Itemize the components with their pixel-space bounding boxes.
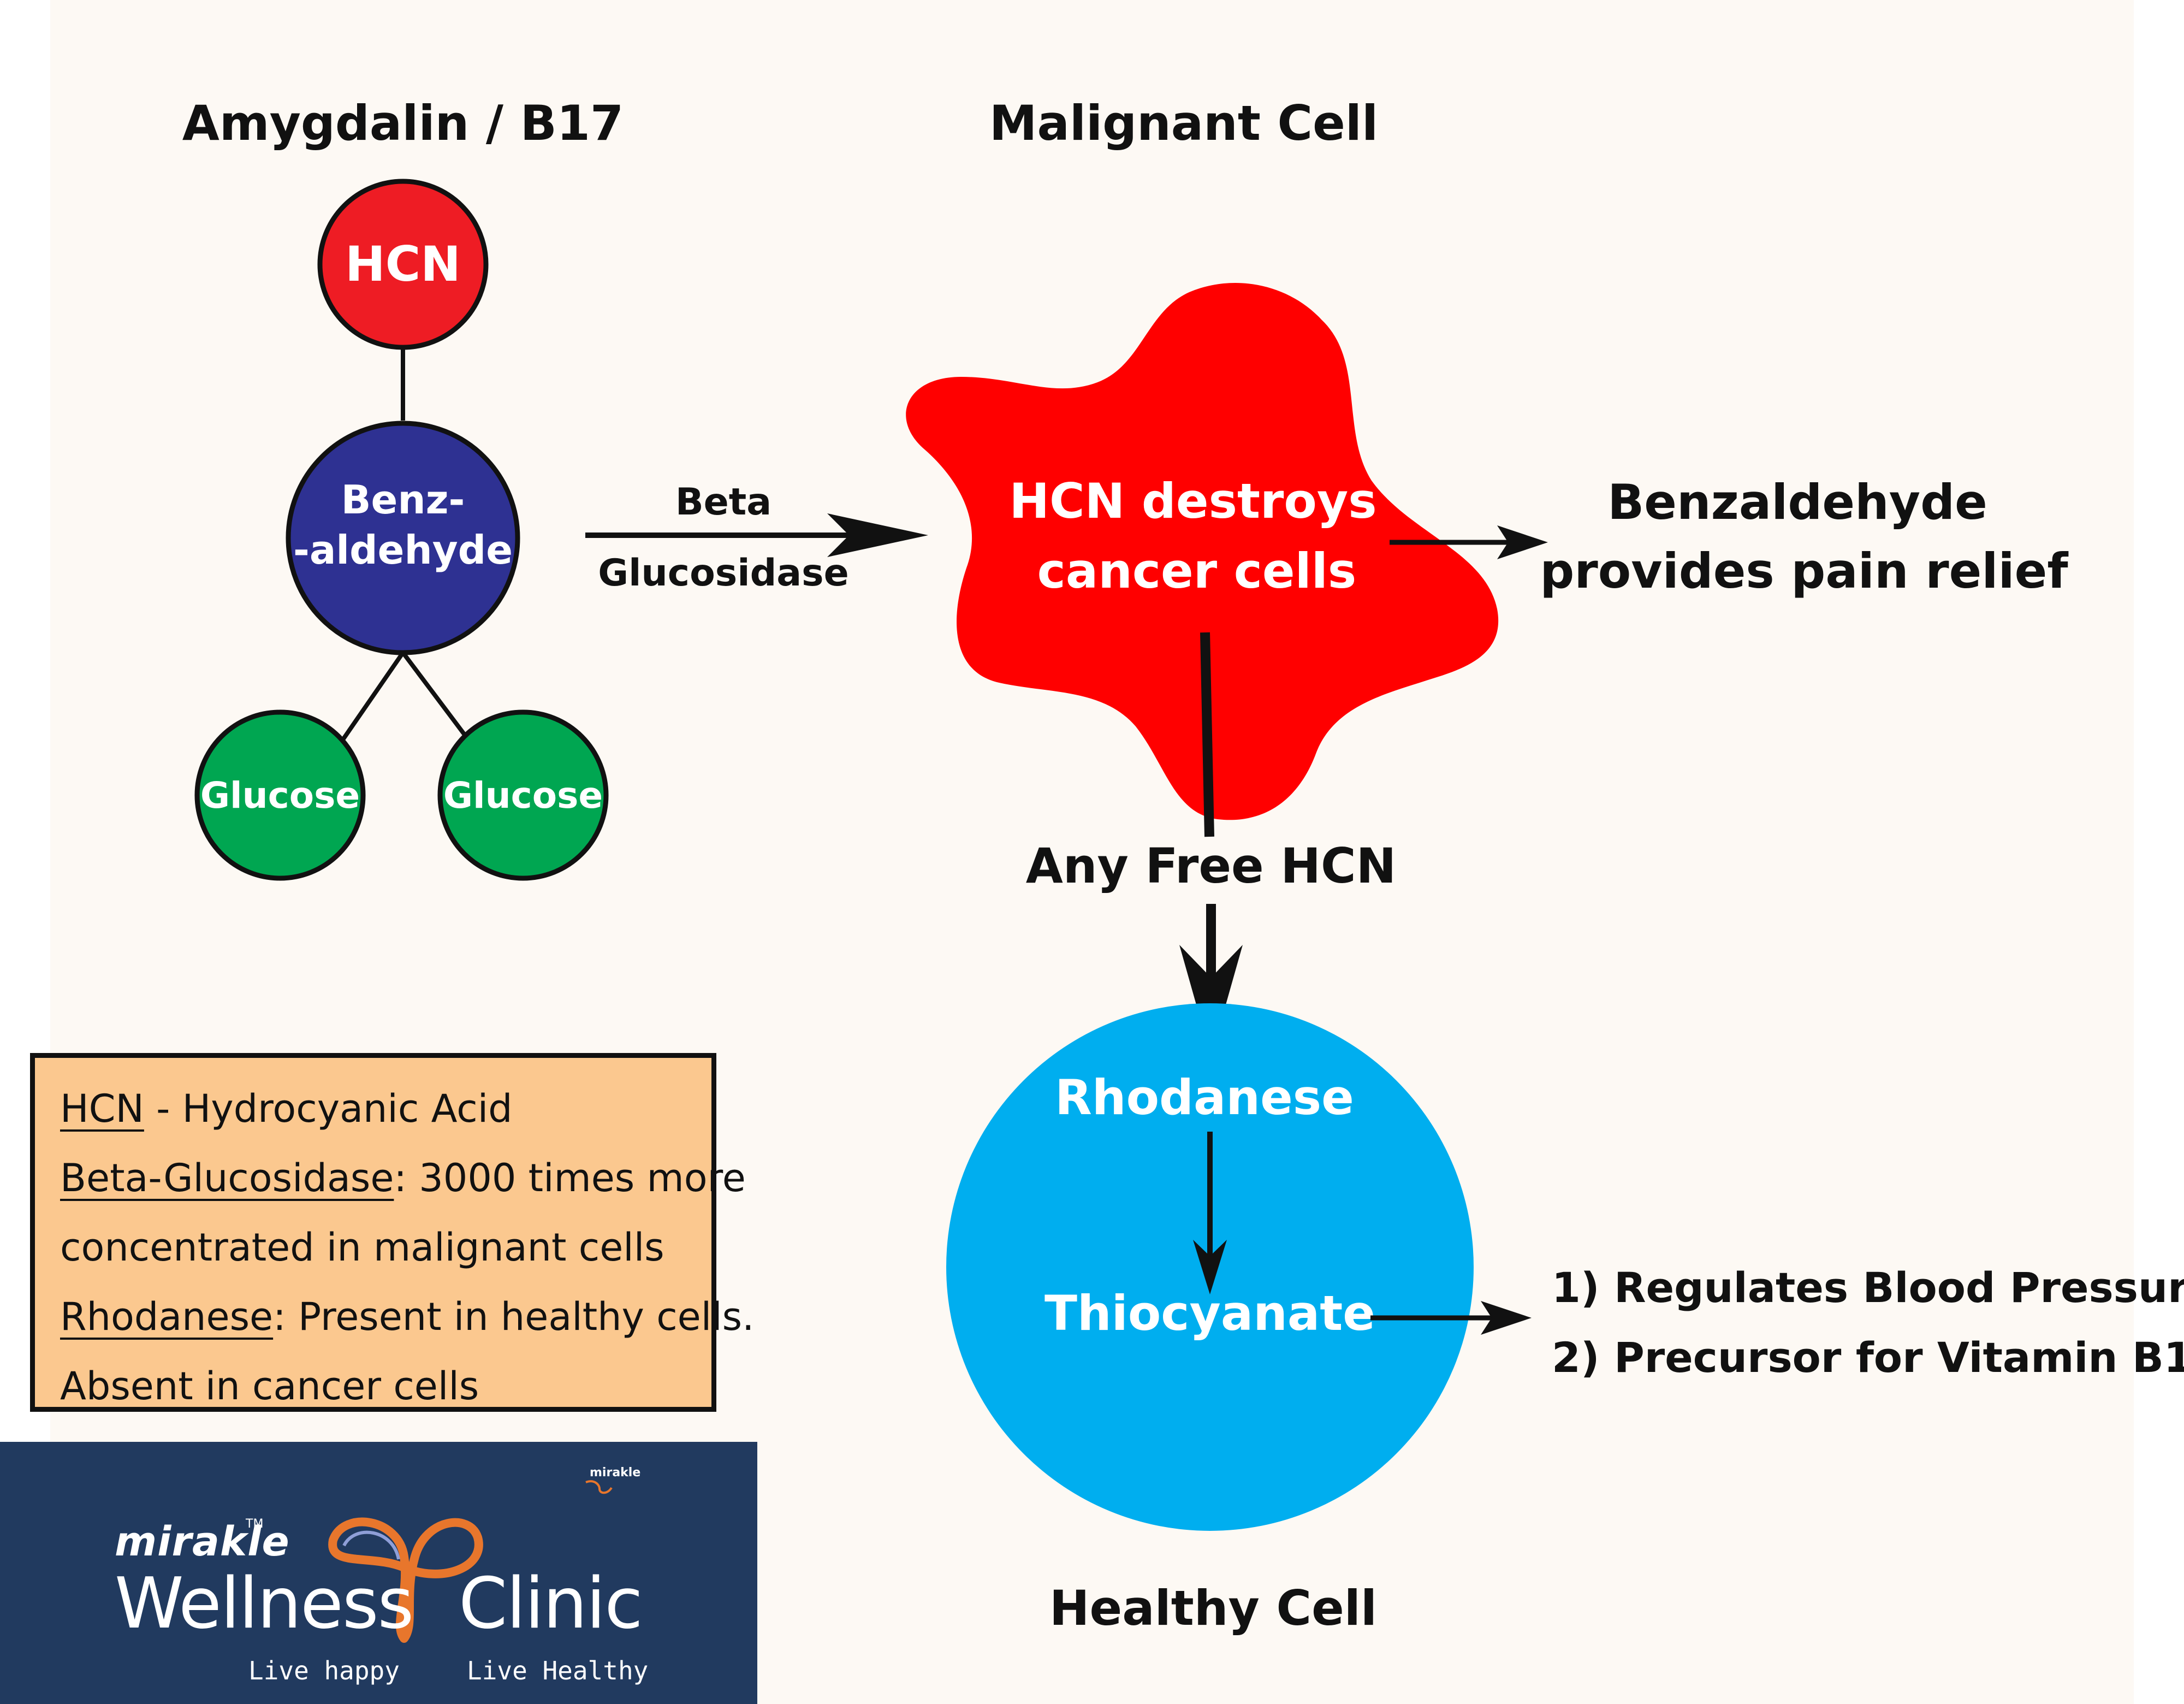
- beta-glucosidase-arrowhead: [827, 513, 928, 557]
- glucose-left-circle: [194, 709, 366, 881]
- clinic-text: Clinic: [459, 1563, 643, 1644]
- legend-rhodanese-definition: : Present in healthy cells.: [273, 1294, 755, 1339]
- glucose-right-bond: [401, 651, 473, 744]
- legend-beta-row: Beta-Glucosidase: 3000 times more: [60, 1144, 746, 1213]
- glucosidase-label: Glucosidase: [598, 552, 849, 595]
- wellness-text: Wellness: [115, 1563, 414, 1644]
- malignant-cell-label-line1: HCN destroys: [1009, 473, 1376, 529]
- benzaldehyde-label-line1: Benz-: [341, 477, 465, 523]
- thiocyanate-label: Thiocyanate: [1044, 1285, 1375, 1341]
- free-hcn-connector: [1200, 632, 1214, 837]
- free-hcn-arrowhead: [1179, 945, 1243, 1057]
- legend-hcn-definition: - Hydrocyanic Acid: [144, 1086, 513, 1131]
- thiocyanate-effect-2: 2) Precursor for Vitamin B12: [1552, 1333, 2184, 1382]
- benzaldehyde-effect-line1: Benzaldehyde: [1607, 474, 1987, 530]
- legend-beta-definition: : 3000 times more: [394, 1156, 746, 1200]
- pain-relief-arrowhead: [1497, 525, 1548, 559]
- legend-beta-term: Beta-Glucosidase: [60, 1156, 394, 1200]
- brand-text: mirakle: [115, 1518, 290, 1565]
- benzaldehyde-effect-line2: provides pain relief: [1540, 543, 2069, 599]
- legend-hcn-term: HCN: [60, 1086, 144, 1131]
- amygdalin-heading: Amygdalin / B17: [182, 95, 624, 151]
- glucose-left-bond: [339, 651, 405, 744]
- legend-rhodanese-row-2: Absent in cancer cells: [60, 1364, 479, 1409]
- legend-beta-row-2: concentrated in malignant cells: [60, 1225, 664, 1270]
- legend-rhodanese-term: Rhodanese: [60, 1294, 274, 1339]
- benzaldehyde-circle: [286, 421, 520, 655]
- trademark-mark: TM: [246, 1517, 264, 1531]
- legend-hcn-row: HCN - Hydrocyanic Acid: [60, 1074, 711, 1144]
- mini-logo-swirl-icon: [585, 1480, 613, 1494]
- thiocyanate-effect-1: 1) Regulates Blood Pressure: [1552, 1263, 2184, 1312]
- malignant-cell-blob: [906, 282, 1499, 820]
- hcn-circle: [317, 179, 489, 350]
- malignant-cell-label-line2: cancer cells: [1037, 543, 1357, 599]
- mirakle-logo-swirl-icon: [328, 1517, 483, 1643]
- mirakle-wellness-clinic-logo: mirakle mirakle TM Wellness Clinic Live …: [0, 1442, 757, 1704]
- tagline-left: Live happy: [248, 1656, 400, 1685]
- glucose-right-circle: [437, 709, 609, 881]
- glucose-left-label: Glucose: [200, 774, 360, 816]
- malignant-cell-heading: Malignant Cell: [989, 95, 1378, 151]
- small-brand-text: mirakle: [590, 1466, 641, 1480]
- rhodanese-arrowhead: [1193, 1240, 1227, 1294]
- thiocyanate-arrowhead: [1481, 1301, 1532, 1335]
- legend-box: HCN - Hydrocyanic Acid Beta-Glucosidase:…: [30, 1053, 754, 1412]
- healthy-cell-heading: Healthy Cell: [1049, 1580, 1377, 1636]
- glucose-right-label: Glucose: [443, 774, 603, 816]
- hcn-circle-label: HCN: [345, 236, 461, 292]
- tagline-right: Live Healthy: [467, 1656, 649, 1685]
- benzaldehyde-label-line2: -aldehyde: [293, 527, 513, 573]
- legend-rhodanese-row: Rhodanese: Present in healthy cells.: [60, 1282, 754, 1352]
- rhodanese-label: Rhodanese: [1055, 1069, 1354, 1126]
- beta-label: Beta: [675, 481, 771, 524]
- any-free-hcn-label: Any Free HCN: [1026, 838, 1397, 894]
